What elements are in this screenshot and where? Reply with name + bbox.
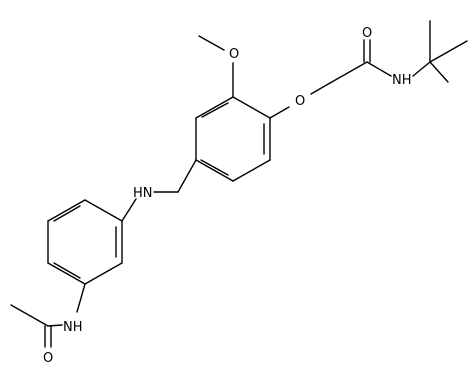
bond-tbu-me-right [429, 40, 468, 63]
bond-r2-inner-c [53, 205, 81, 222]
bond-r1-inner-b [200, 159, 229, 176]
bond-tbu-me-down [429, 61, 449, 83]
bond-acetamide-n-carbonyl [47, 324, 63, 327]
atom-amide-nh: NH [392, 73, 412, 88]
bond-r1-c6-c1 [195, 96, 234, 119]
atom-ether-oxygen: O [295, 94, 305, 109]
bond-r2-c6-c1 [84, 199, 123, 222]
bond-ch2-carbonyl [329, 61, 368, 84]
bond-r2-c2-c3 [84, 262, 123, 285]
bond-r1-c3-c4 [232, 159, 271, 182]
atom-acetamide-oxygen: O [43, 351, 53, 366]
atom-amide-carbonyl-oxygen: O [362, 26, 372, 41]
atom-acetamide-nh: NH [63, 320, 83, 335]
bond-r2-inner-b [53, 262, 81, 279]
bonds [10, 20, 468, 348]
bond-r1-c4-c5 [195, 159, 234, 182]
bond-c5-ch2 [177, 159, 197, 193]
bond-nh-tbu [412, 61, 431, 77]
bond-methoxy-o-ch3 [198, 35, 225, 51]
atom-methoxy-oxygen: O [229, 47, 239, 62]
bond-c2-ether-o [269, 106, 290, 119]
bond-carbonyl-nh [366, 61, 392, 77]
bond-amine-ring2 [121, 198, 137, 222]
bond-r2-c3-c4 [47, 262, 86, 285]
bond-r1-inner-c [201, 102, 229, 118]
bond-r2-c5-c6 [47, 199, 86, 222]
bond-ring2-acetamide-n [76, 283, 86, 313]
bond-r1-c1-c2 [232, 96, 271, 119]
atom-amine-hn: HN [133, 186, 153, 201]
bond-ether-o-ch2 [310, 82, 331, 95]
atom-labels: O O O NH HN NH O [43, 26, 412, 366]
bond-acetamide-carbonyl-ch3 [10, 304, 49, 327]
